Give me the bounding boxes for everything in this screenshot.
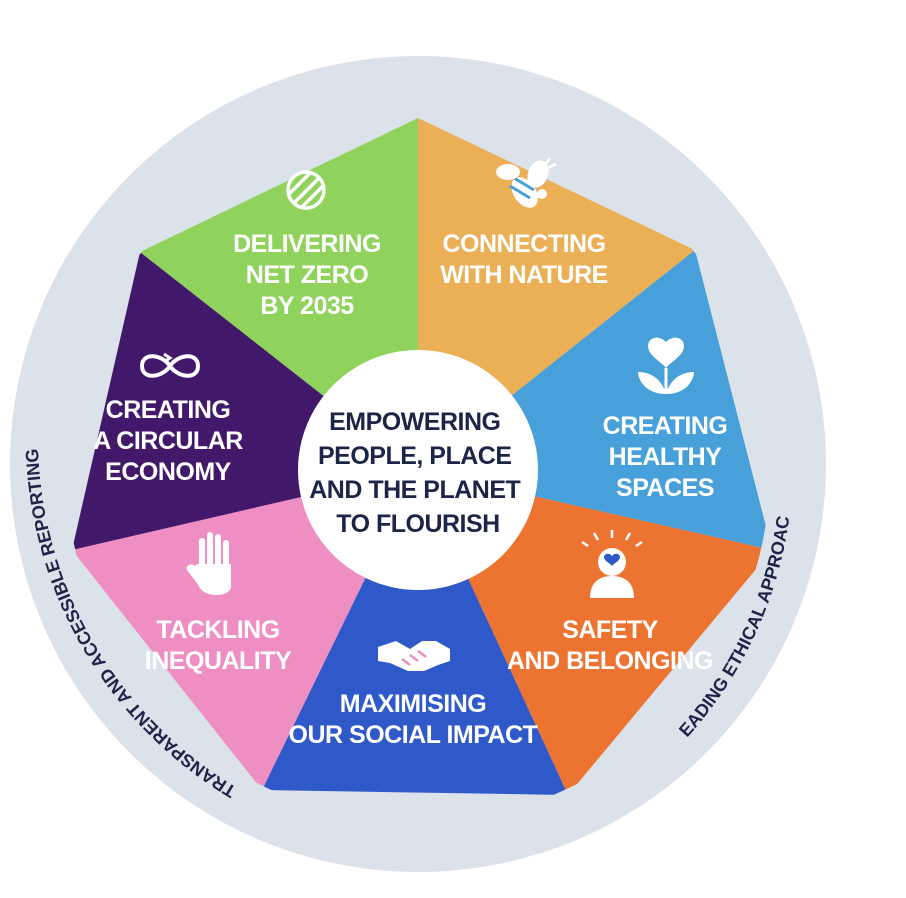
center-line-4: TO FLOURISH [336, 510, 499, 538]
segments-group [72, 118, 770, 795]
label-circular-economy-line-2: A CIRCULAR [93, 427, 243, 455]
center-line-1: EMPOWERING [329, 408, 500, 436]
label-nature: CONNECTING WITH NATURE [440, 230, 608, 289]
heart-plant-icon [638, 337, 694, 394]
label-healthy-spaces-line-2: HEALTHY [609, 443, 723, 471]
label-social-impact-line-1: MAXIMISING [340, 690, 486, 718]
label-social-impact: MAXIMISING OUR SOCIAL IMPACT [289, 690, 538, 749]
label-inequality-line-2: INEQUALITY [145, 647, 292, 675]
globe-icon [286, 170, 326, 210]
label-nature-line-1: CONNECTING [442, 230, 605, 258]
segment-healthy-spaces [418, 470, 770, 795]
center-line-3: AND THE PLANET [309, 476, 520, 504]
label-nature-line-2: WITH NATURE [440, 261, 608, 289]
label-circular-economy-line-3: ECONOMY [105, 458, 232, 486]
label-safety-line-1: SAFETY [562, 616, 658, 644]
label-safety: SAFETY AND BELONGING [507, 616, 713, 675]
center-circle [298, 350, 538, 590]
label-net-zero-line-3: BY 2035 [260, 292, 354, 320]
label-net-zero: DELIVERING NET ZERO BY 2035 [233, 230, 381, 320]
infinity-icon [139, 352, 201, 378]
label-net-zero-line-2: NET ZERO [246, 261, 368, 289]
label-safety-line-2: AND BELONGING [507, 647, 713, 675]
label-social-impact-line-2: OUR SOCIAL IMPACT [289, 721, 538, 749]
segment-safety [262, 470, 568, 795]
person-heart-icon [581, 530, 643, 598]
label-inequality-line-1: TACKLING [156, 616, 279, 644]
label-healthy-spaces: CREATING HEALTHY SPACES [603, 412, 728, 502]
label-healthy-spaces-line-3: SPACES [616, 474, 714, 502]
raised-hand-icon [186, 532, 231, 595]
label-circular-economy: CREATING A CIRCULAR ECONOMY [93, 396, 243, 486]
icons-group [139, 157, 694, 671]
handshake-icon [378, 641, 450, 671]
label-circular-economy-line-1: CREATING [106, 396, 231, 424]
center-title: EMPOWERING PEOPLE, PLACE AND THE PLANET … [309, 408, 527, 538]
bee-icon [496, 157, 557, 208]
label-net-zero-line-1: DELIVERING [233, 230, 381, 258]
label-inequality: TACKLING INEQUALITY [145, 616, 292, 675]
label-healthy-spaces-line-1: CREATING [603, 412, 728, 440]
segment-labels: DELIVERING NET ZERO BY 2035 CONNECTING WITH … [93, 230, 728, 749]
center-line-2: PEOPLE, PLACE [318, 442, 512, 470]
